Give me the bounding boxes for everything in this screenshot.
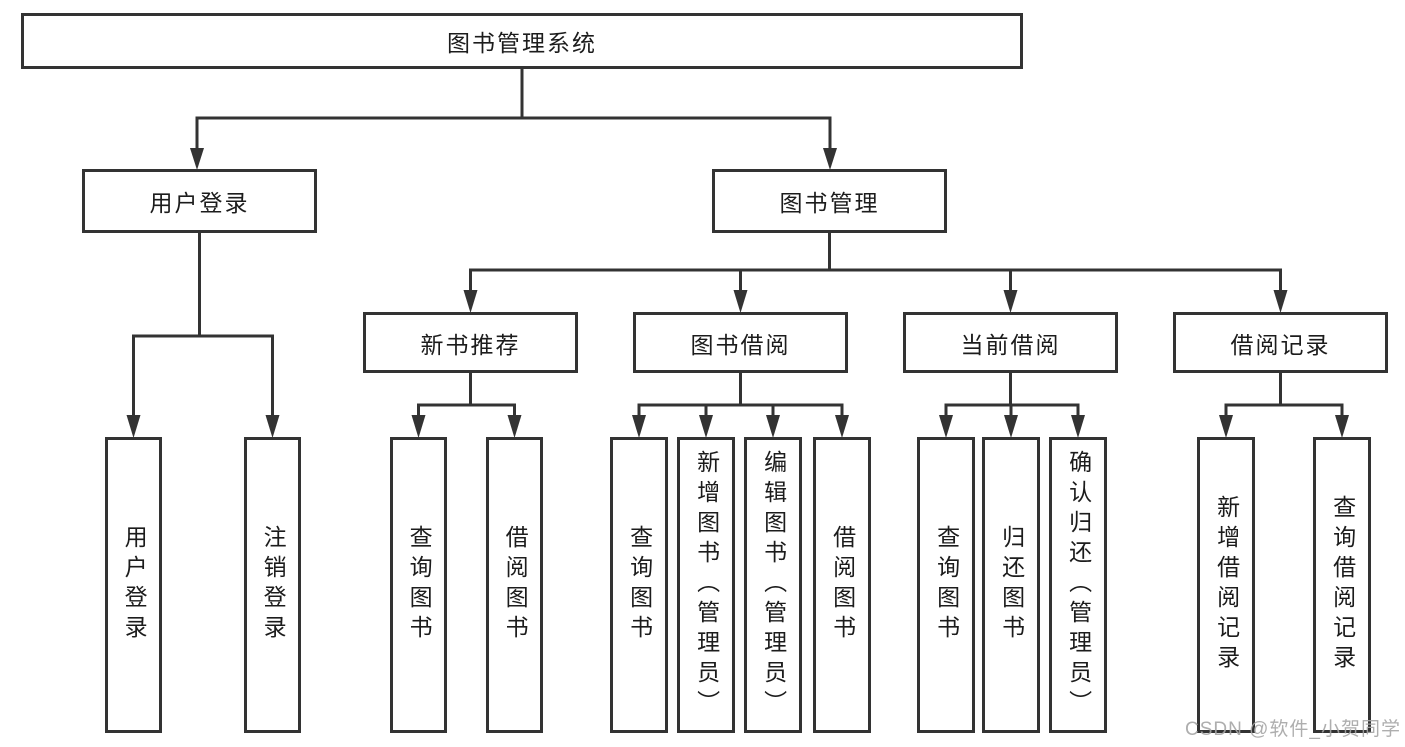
node-user-login: 用户登录 <box>82 169 317 233</box>
node-label: 图书借阅 <box>690 331 791 358</box>
leaf-edit-books-admin: 编辑图书（管理员） <box>744 437 802 733</box>
connector-book-borrowing-to-leaves <box>632 368 849 438</box>
node-label: 确认归还（管理员） <box>1065 450 1092 720</box>
node-label: 当前借阅 <box>960 331 1061 358</box>
connector-user-login-to-leaves <box>126 228 280 438</box>
node-label: 借阅图书 <box>829 525 856 645</box>
node-label: 查询图书 <box>406 525 433 645</box>
connector-borrowing-records-to-leaves <box>1219 368 1349 438</box>
watermark: CSDN @软件_小贺同学 <box>1185 719 1401 740</box>
leaf-query-books-borrowing: 查询图书 <box>610 437 668 733</box>
leaf-query-books-recommend: 查询图书 <box>390 437 447 733</box>
node-library-system-root: 图书管理系统 <box>21 13 1023 69</box>
leaf-confirm-return-admin: 确认归还（管理员） <box>1049 437 1107 733</box>
node-label: 借阅图书 <box>502 525 529 645</box>
node-label: 查询借阅记录 <box>1329 495 1356 675</box>
node-label: 借阅记录 <box>1230 331 1331 358</box>
node-current-borrowing: 当前借阅 <box>903 312 1118 373</box>
node-label: 图书管理系统 <box>447 30 597 56</box>
connector-root-to-level2 <box>190 64 837 170</box>
leaf-query-books-current: 查询图书 <box>917 437 975 733</box>
connector-book-management-to-level3 <box>463 228 1288 313</box>
node-label: 新增借阅记录 <box>1213 495 1240 675</box>
node-label: 查询图书 <box>933 525 960 645</box>
node-book-management: 图书管理 <box>712 169 947 233</box>
node-label: 新书推荐 <box>420 331 521 358</box>
node-borrowing-records: 借阅记录 <box>1173 312 1388 373</box>
leaf-borrow-books: 借阅图书 <box>813 437 871 733</box>
node-label: 图书管理 <box>779 190 880 216</box>
leaf-user-login: 用户登录 <box>105 437 162 733</box>
node-label: 新增图书（管理员） <box>693 450 720 720</box>
leaf-add-borrow-record: 新增借阅记录 <box>1197 437 1255 733</box>
node-label: 归还图书 <box>998 525 1025 645</box>
leaf-add-books-admin: 新增图书（管理员） <box>677 437 735 733</box>
node-label: 注销登录 <box>260 525 287 645</box>
connector-current-borrowing-to-leaves <box>939 368 1085 438</box>
node-label: 编辑图书（管理员） <box>760 450 787 720</box>
leaf-query-borrow-record: 查询借阅记录 <box>1313 437 1371 733</box>
node-label: 用户登录 <box>121 525 148 645</box>
node-new-book-recommend: 新书推荐 <box>363 312 578 373</box>
leaf-borrow-books-recommend: 借阅图书 <box>486 437 543 733</box>
node-label: 用户登录 <box>149 190 250 216</box>
leaf-logout: 注销登录 <box>244 437 301 733</box>
connector-new-book-recommend-to-leaves <box>411 368 522 438</box>
node-label: 查询图书 <box>626 525 653 645</box>
node-book-borrowing: 图书借阅 <box>633 312 848 373</box>
leaf-return-books: 归还图书 <box>982 437 1040 733</box>
